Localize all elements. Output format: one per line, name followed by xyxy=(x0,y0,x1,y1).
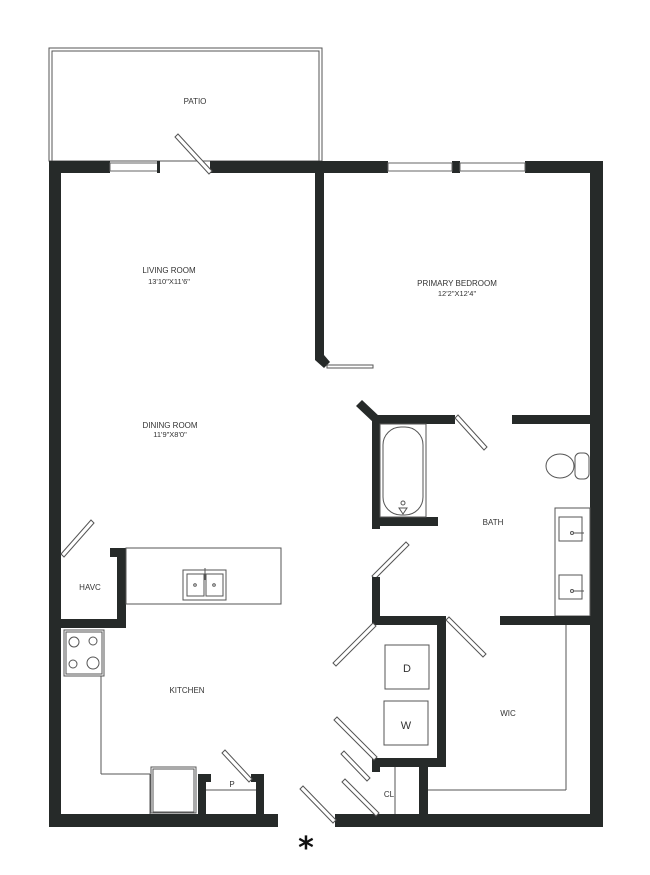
refrigerator xyxy=(150,766,197,814)
pantry xyxy=(198,749,264,816)
toilet xyxy=(545,452,590,480)
room-label-dining-room: DINING ROOM xyxy=(142,421,197,430)
room-label-pantry: P xyxy=(229,780,234,789)
havc-walls xyxy=(49,519,126,628)
kitchen-island xyxy=(125,547,282,605)
room-label-bath: BATH xyxy=(483,518,504,527)
room-label-closet: CL xyxy=(384,790,395,799)
dryer-label: D xyxy=(403,663,411,675)
bedroom-walls xyxy=(315,173,374,369)
room-dimensions-living-room: 13'10"X11'6" xyxy=(148,277,190,286)
room-labels: PATIO LIVING ROOM 13'10"X11'6" PRIMARY B… xyxy=(79,97,516,799)
entry-marker-icon: * xyxy=(298,831,314,866)
bath-walls xyxy=(356,400,592,529)
room-label-primary-bedroom: PRIMARY BEDROOM xyxy=(417,279,497,288)
range xyxy=(63,629,105,677)
exterior-walls xyxy=(49,161,603,827)
room-dimensions-primary-bedroom: 12'2"X12'4" xyxy=(438,289,477,298)
dryer xyxy=(384,644,430,690)
room-label-living-room: LIVING ROOM xyxy=(142,266,196,275)
room-label-kitchen: KITCHEN xyxy=(169,686,204,695)
kitchen-counter xyxy=(100,676,151,814)
vanity xyxy=(554,507,591,617)
bedroom-window-right xyxy=(459,162,526,172)
room-label-havc: HAVC xyxy=(79,583,101,592)
room-label-patio: PATIO xyxy=(184,97,207,106)
washer-label: W xyxy=(401,720,412,732)
patio-outline xyxy=(48,47,323,162)
laundry-appliances: D W xyxy=(383,644,430,746)
wic-shelving xyxy=(428,625,567,791)
bathtub xyxy=(379,423,427,518)
room-label-wic: WIC xyxy=(500,709,516,718)
patio-door xyxy=(174,133,213,175)
closet xyxy=(341,767,428,817)
washer xyxy=(383,700,429,746)
living-room-window xyxy=(109,162,159,172)
room-dimensions-dining-room: 11'9"X8'0" xyxy=(153,430,187,439)
entry-door xyxy=(299,750,371,824)
bedroom-window-left xyxy=(387,162,453,172)
laundry-walls xyxy=(332,541,592,772)
windows xyxy=(109,161,526,173)
